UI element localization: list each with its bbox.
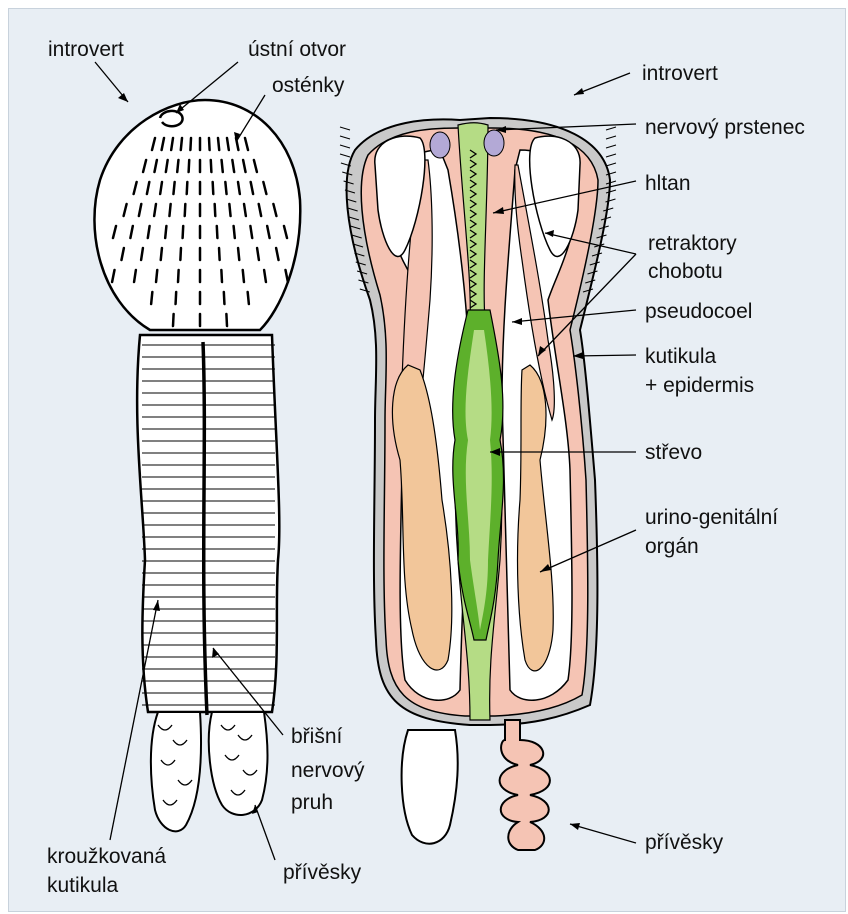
label-ventral-line3: pruh — [291, 790, 333, 816]
annulated-trunk — [137, 335, 279, 712]
spine — [178, 270, 179, 282]
spine — [161, 248, 162, 260]
label-annulated-line2: kutikula — [47, 873, 118, 899]
spine — [234, 226, 235, 238]
fuzz-hair — [606, 136, 616, 139]
spine — [238, 182, 240, 194]
spine — [181, 138, 182, 150]
spine — [264, 270, 266, 282]
spine — [173, 182, 174, 194]
spine — [190, 138, 191, 150]
spine — [166, 160, 168, 172]
label-mouth-line2: osténky — [272, 73, 344, 99]
spine — [189, 160, 190, 172]
spine — [213, 182, 214, 194]
fuzz-hair — [340, 154, 350, 157]
label-pseudocoel: pseudocoel — [645, 299, 752, 325]
spine — [248, 292, 249, 304]
label-pharynx: hltan — [645, 171, 691, 197]
spine — [217, 226, 218, 238]
leader-right-appendages — [570, 824, 636, 843]
spine — [173, 314, 174, 326]
label-cuticle-line2: + epidermis — [645, 373, 754, 399]
spine — [222, 160, 223, 172]
spine — [177, 160, 178, 172]
spine — [134, 270, 136, 282]
left-appendage-2 — [209, 712, 268, 815]
label-retractors-line2: chobotu — [648, 259, 723, 285]
spine — [219, 248, 220, 260]
label-ventral-line1: břišní — [291, 724, 342, 750]
label-gut: střevo — [645, 440, 702, 466]
spine — [215, 204, 216, 216]
leader-annulated — [110, 600, 158, 840]
spine — [209, 138, 210, 150]
spine — [154, 204, 156, 216]
spine — [250, 226, 252, 238]
introvert-head — [94, 100, 300, 330]
spine — [226, 314, 227, 326]
spine — [238, 248, 239, 260]
fuzz-hair — [606, 127, 616, 130]
spine — [176, 292, 177, 304]
label-mouth-line1: ústní otvor — [248, 37, 346, 63]
fuzz-hair — [340, 127, 350, 130]
spine — [244, 204, 246, 216]
right-appendage-pink — [500, 720, 550, 850]
fuzz-hair — [606, 163, 616, 166]
nerve-ring-right — [484, 130, 504, 156]
spine — [141, 248, 143, 260]
left-appendage-1 — [151, 712, 201, 831]
spine — [225, 182, 226, 194]
nerve-ring-left — [430, 132, 450, 158]
label-left-introvert: introvert — [48, 37, 124, 63]
spine — [224, 292, 225, 304]
right-appendage-white — [402, 730, 458, 844]
spine — [183, 226, 184, 238]
spine — [169, 204, 170, 216]
label-ventral-line2: nervový — [291, 758, 365, 784]
spine — [229, 204, 230, 216]
section-worm — [340, 118, 616, 850]
leader-left-appendages — [255, 805, 275, 860]
spine — [160, 182, 162, 194]
spine — [156, 270, 157, 282]
spine — [185, 204, 186, 216]
spine — [180, 248, 181, 260]
spine — [243, 270, 244, 282]
spine — [257, 248, 259, 260]
fuzz-hair — [340, 136, 350, 139]
label-urogenital-line1: urino-genitální — [645, 505, 778, 531]
spine — [151, 292, 152, 304]
spine — [218, 138, 219, 150]
spine — [227, 138, 229, 150]
spine — [165, 226, 166, 238]
label-nerve-ring: nervový prstenec — [645, 115, 805, 141]
spine — [211, 160, 212, 172]
spine — [221, 270, 222, 282]
spine — [171, 138, 173, 150]
label-annulated-line1: kroužkovaná — [47, 844, 166, 870]
fuzz-hair — [606, 154, 616, 157]
fuzz-hair — [606, 145, 616, 148]
label-left-appendages: přívěsky — [283, 860, 361, 886]
spine — [187, 182, 188, 194]
label-right-appendages: přívěsky — [645, 830, 723, 856]
spine — [232, 160, 234, 172]
fuzz-hair — [340, 145, 350, 148]
label-retractors-line1: retraktory — [648, 231, 737, 257]
label-right-introvert: introvert — [642, 61, 718, 87]
spine — [148, 226, 150, 238]
label-urogenital-line2: orgán — [645, 534, 699, 560]
label-cuticle-line1: kutikula — [645, 344, 716, 370]
